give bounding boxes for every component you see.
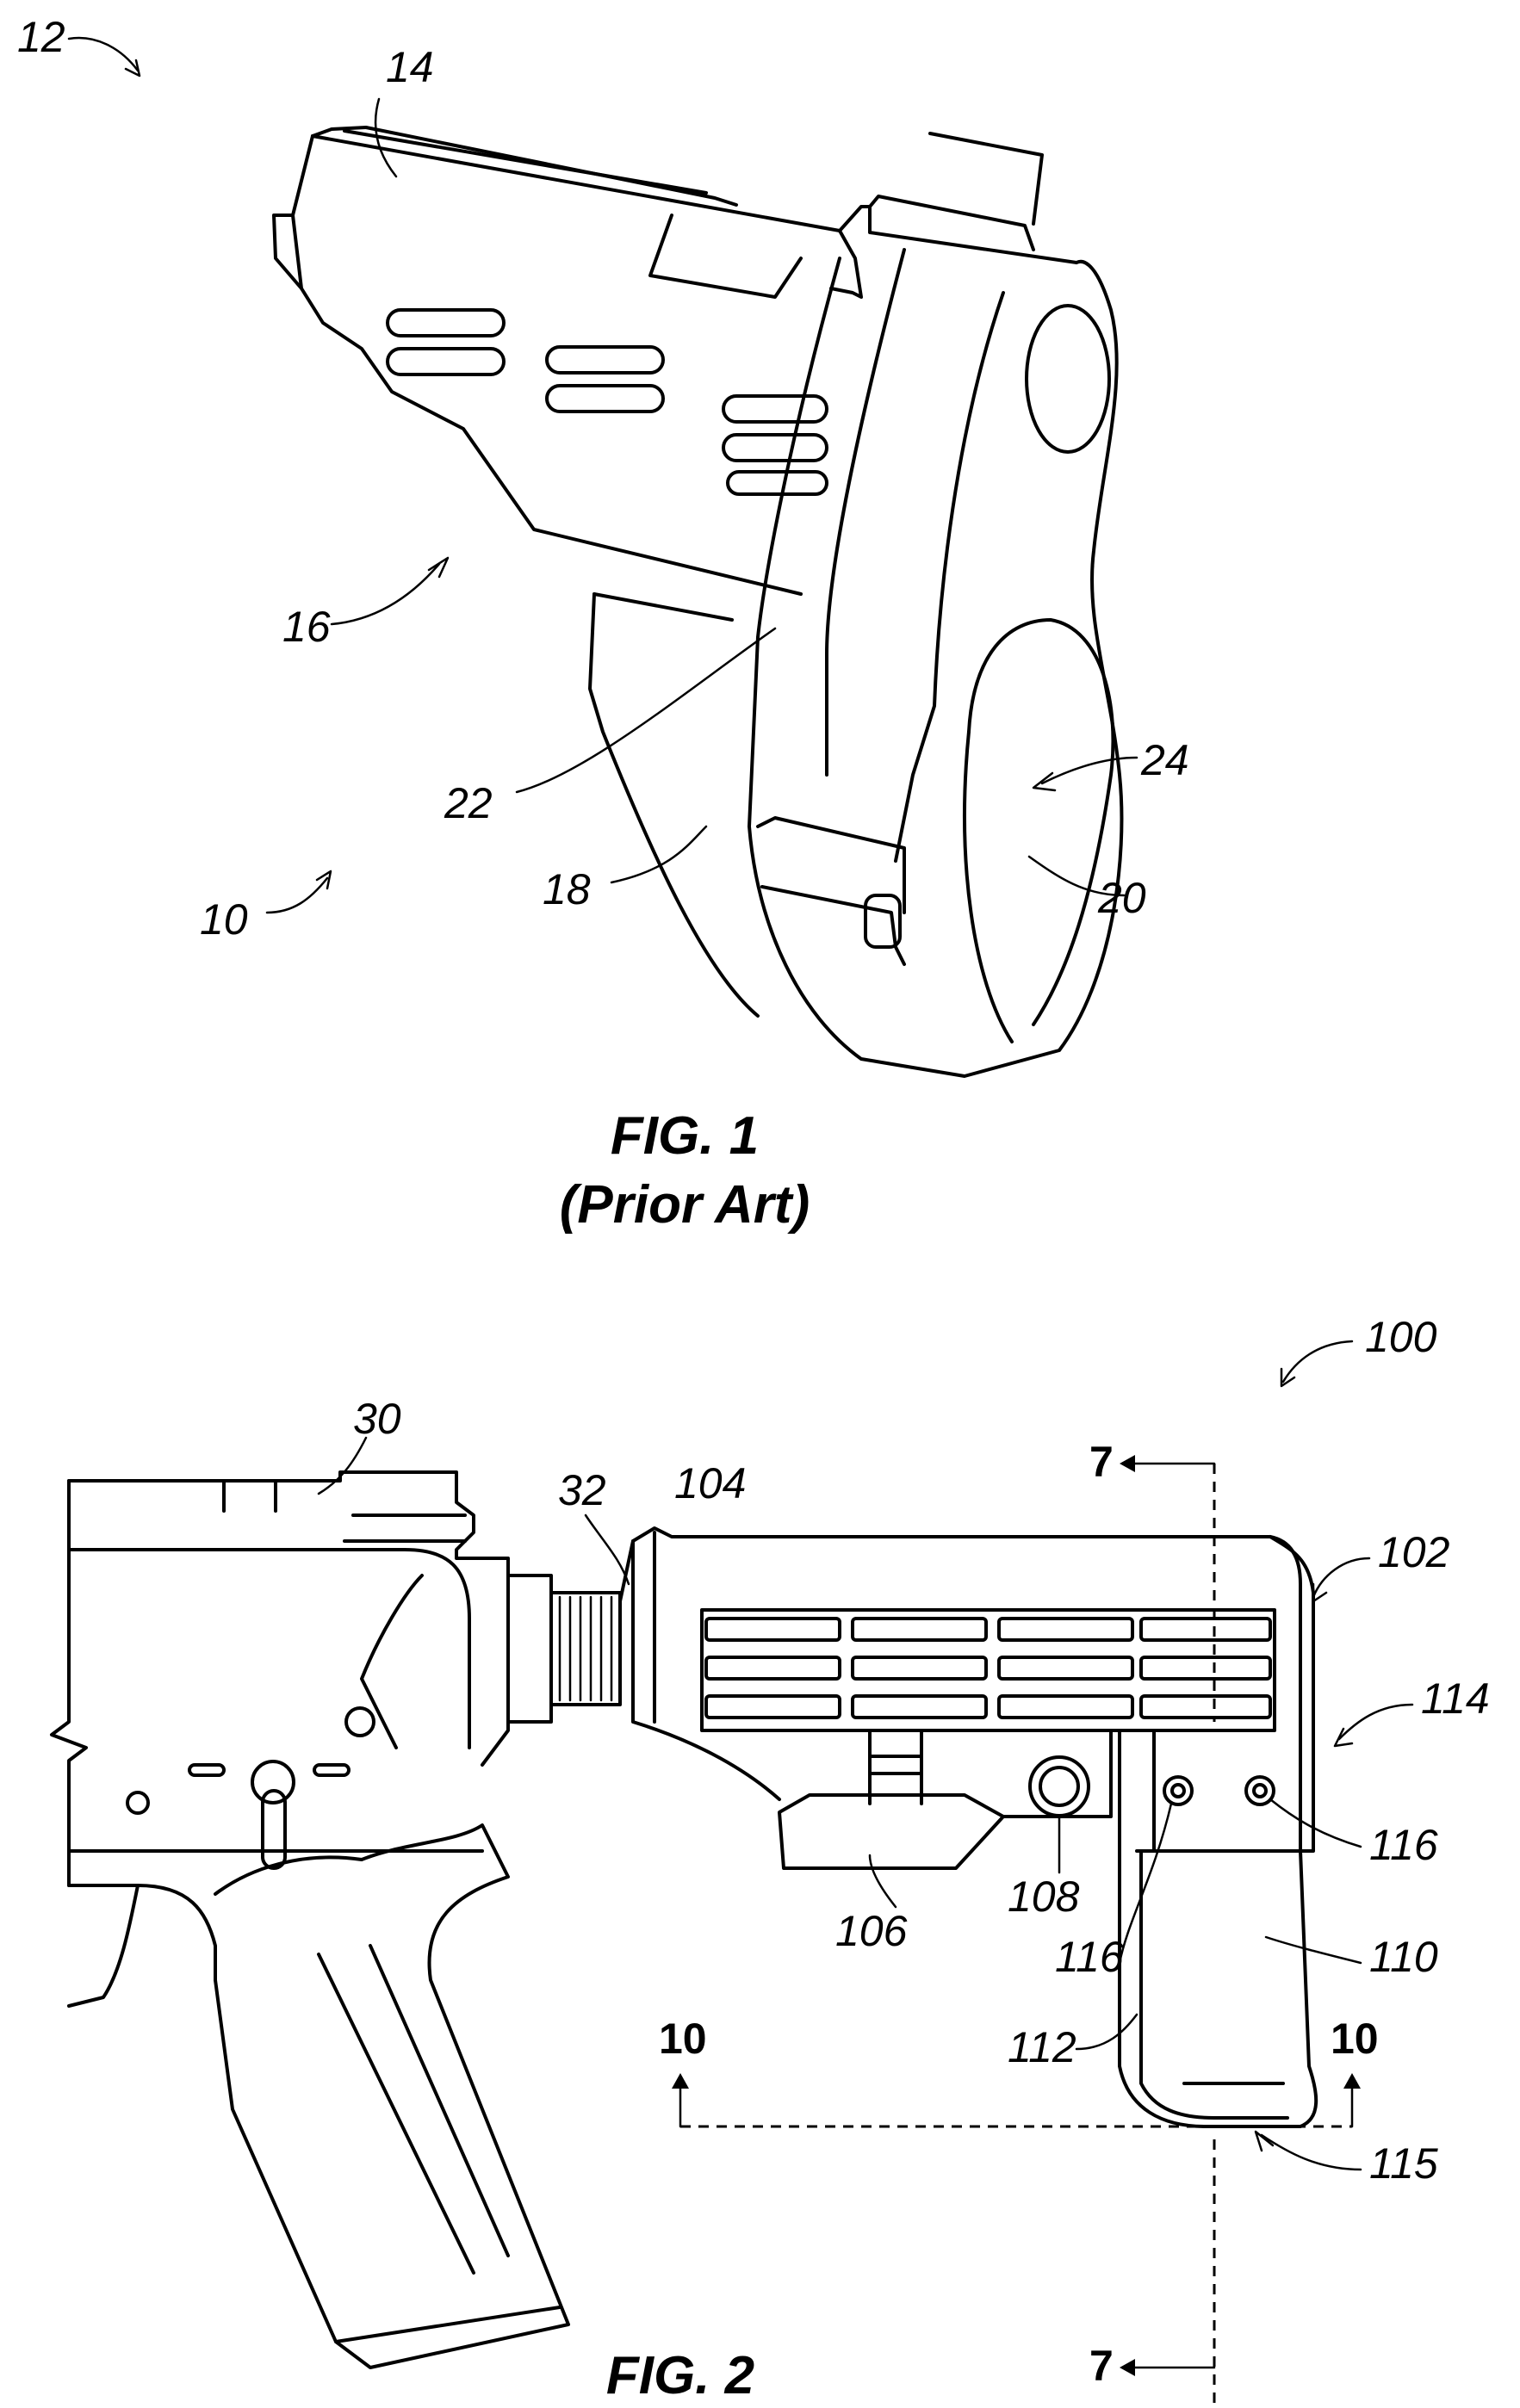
fig2-label: 10 [659, 2015, 707, 2063]
fig1-reference-numerals: 12 14 16 22 18 24 20 10 [17, 13, 1189, 944]
fig1-pistol-brace-drawing [274, 127, 1121, 1076]
fig2-caption: FIG. 2 [606, 2346, 754, 2405]
fig1-caption: FIG. 1 [611, 1106, 759, 1166]
fig1-label: 22 [444, 779, 493, 827]
fig2-label: 100 [1365, 1313, 1437, 1361]
fig2-label: 10 [1331, 2015, 1379, 2063]
fig2-stock-drawing [620, 1528, 1316, 2126]
fig2-reference-numerals: 100 30 32 104 7 102 114 116 108 116 106 … [353, 1313, 1490, 2390]
fig1-subcaption: (Prior Art) [560, 1175, 810, 1235]
fig1-label: 24 [1140, 736, 1189, 784]
fig2-lower-receiver-drawing [52, 1472, 620, 2368]
fig2-label: 7 [1089, 1438, 1114, 1486]
fig1-label: 14 [386, 43, 434, 91]
fig2-label: 115 [1369, 2139, 1438, 2188]
fig2-label: 112 [1008, 2023, 1076, 2071]
fig2-label: 110 [1369, 1933, 1438, 1981]
fig1-label: 12 [17, 13, 65, 61]
fig2-leaders [319, 1341, 1412, 2170]
fig2-label: 108 [1008, 1873, 1080, 1921]
fig1-label: 20 [1097, 874, 1146, 922]
fig2-label: 104 [674, 1459, 746, 1507]
fig2-label: 30 [353, 1395, 401, 1443]
fig2-label: 114 [1421, 1674, 1490, 1723]
fig2-label: 102 [1378, 1528, 1450, 1576]
fig1-label: 10 [200, 895, 248, 944]
fig2-label: 116 [1055, 1933, 1124, 1981]
fig1-label: 16 [282, 603, 331, 651]
fig2-label: 116 [1369, 1821, 1438, 1869]
fig2-label: 7 [1089, 2342, 1114, 2390]
fig2-section-lines [672, 1455, 1361, 2406]
fig2-label: 106 [835, 1907, 908, 1955]
fig2-label: 32 [558, 1466, 606, 1514]
fig1-label: 18 [543, 865, 591, 913]
fig1-leaders [69, 38, 1137, 913]
